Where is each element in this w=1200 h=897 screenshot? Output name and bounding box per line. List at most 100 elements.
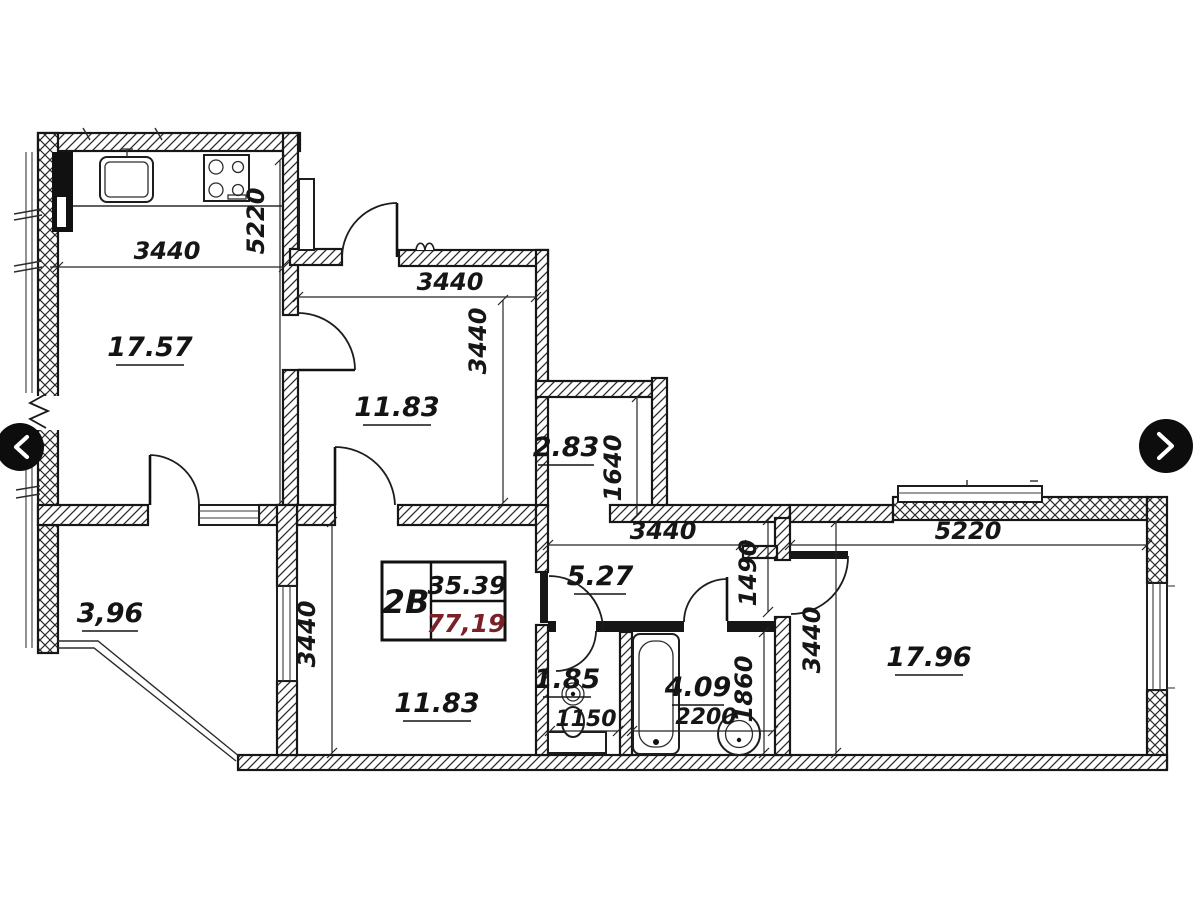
stove-burner xyxy=(208,182,224,198)
wall-segment xyxy=(534,503,550,574)
dim-right-room-height: 3440 xyxy=(798,607,826,674)
stove-burner xyxy=(231,160,245,174)
washbasin xyxy=(717,712,761,756)
wall-segment xyxy=(534,623,550,757)
wall-segment xyxy=(650,376,669,511)
bath-door-arc xyxy=(683,578,728,623)
windows xyxy=(198,480,1175,691)
kitchen-sink-basin xyxy=(104,161,149,198)
entry-cabinet xyxy=(298,178,315,251)
bathtub xyxy=(632,633,680,755)
dim-line xyxy=(631,391,643,522)
room-door-leaf xyxy=(540,573,548,623)
wall-segment xyxy=(236,753,1169,772)
entrance-door-arc xyxy=(341,202,398,259)
drafting-marks xyxy=(13,127,163,499)
facade-lines xyxy=(25,152,33,648)
toilet-bowl xyxy=(561,706,585,738)
wall-segment xyxy=(281,368,300,509)
dim-bath-height: 1860 xyxy=(730,656,758,723)
area-label-bottom-room: 11.83 xyxy=(394,688,479,719)
dim-line xyxy=(762,514,774,618)
wall-segment xyxy=(36,523,60,655)
wall-segment xyxy=(288,247,344,267)
dim-bottom-room-height: 3440 xyxy=(293,601,321,668)
kitchen-door-arc xyxy=(297,312,356,371)
wall-segment xyxy=(36,131,302,153)
dim-line xyxy=(830,516,842,759)
area-label-balcony: 3,96 xyxy=(77,598,144,629)
chevron-right-icon xyxy=(1156,431,1175,461)
next-image-button[interactable] xyxy=(1139,419,1193,473)
wall-segment xyxy=(727,621,775,632)
wc-door-arc xyxy=(555,630,597,672)
wall-segment xyxy=(275,503,299,588)
dim-top-room-width: 3440 xyxy=(417,268,484,296)
dim-kitchen-height: 5220 xyxy=(242,188,270,255)
bathtub-inner xyxy=(638,640,674,748)
toilet-tank xyxy=(561,682,585,706)
area-label-kitchen: 17.57 xyxy=(107,332,193,363)
apartment-type-label: 2B xyxy=(383,583,430,621)
wall-segment xyxy=(788,503,895,524)
dim-corridor-width: 3440 xyxy=(630,517,697,545)
dim-line xyxy=(544,725,624,737)
room-door-arc xyxy=(548,575,604,631)
washbasin-bowl xyxy=(724,719,754,749)
wall-segment xyxy=(275,679,299,757)
room-labels: 17.57 11.83 2.83 3,96 11.83 5.27 1.85 4.… xyxy=(77,332,972,722)
gallery-nav[interactable] xyxy=(0,419,1193,473)
dim-bath-width: 2200 xyxy=(675,705,736,730)
balcony-window-block xyxy=(897,485,1043,503)
room-door-leaf xyxy=(790,551,848,559)
room-door-arc xyxy=(334,446,396,506)
wall-segment xyxy=(397,248,550,268)
doors xyxy=(148,202,849,672)
dim-line xyxy=(542,539,747,551)
wall-segment xyxy=(1145,495,1169,585)
dim-hall-depth: 1640 xyxy=(599,435,627,502)
area-label-corridor: 5.27 xyxy=(567,561,634,592)
wall-break-gap xyxy=(34,396,61,430)
wall-tick-marks xyxy=(13,208,43,273)
prev-button-circle[interactable] xyxy=(0,423,44,471)
wall-segment xyxy=(548,621,556,632)
wall-segment xyxy=(281,131,300,317)
wall-segment xyxy=(534,248,550,508)
dim-line xyxy=(626,725,779,737)
room-door-arc xyxy=(790,555,849,615)
dim-line xyxy=(50,261,290,273)
dim-line xyxy=(497,294,509,509)
area-label-wc: 1.85 xyxy=(534,664,601,695)
balcony-door-arc xyxy=(149,454,200,506)
living-area-value: 35.39 xyxy=(427,571,506,600)
area-label-top-room: 11.83 xyxy=(354,392,439,423)
dim-kitchen-width: 3440 xyxy=(134,237,201,265)
wall-tick-marks xyxy=(15,485,41,499)
prev-image-button[interactable] xyxy=(0,423,44,471)
next-button-circle[interactable] xyxy=(1139,419,1193,473)
window xyxy=(198,504,260,526)
apartment-info-table: 2B 35.39 77,19 xyxy=(380,560,507,642)
window xyxy=(276,585,298,682)
wall-break-zigzag xyxy=(27,393,51,429)
wall-tick-marks xyxy=(82,127,163,141)
bathtub-drain xyxy=(653,739,659,745)
washbasin-drain xyxy=(736,737,742,743)
door-threshold-mark xyxy=(415,242,435,251)
area-label-bath: 4.09 xyxy=(664,672,732,703)
balcony-parapet xyxy=(58,640,241,762)
wall-segment xyxy=(396,503,538,527)
wall-segment xyxy=(618,630,634,757)
dim-line xyxy=(784,539,1153,551)
toilet-tank-ring xyxy=(565,686,581,702)
wall-segment xyxy=(36,503,150,527)
wall-segment xyxy=(596,621,684,632)
wall-segment xyxy=(773,615,792,757)
total-area-value: 77,19 xyxy=(426,609,505,638)
faucet-icon xyxy=(121,148,133,157)
dimensions: 3440 5220 3440 3440 1640 3440 3440 1490 … xyxy=(50,154,1153,759)
dim-wc-width: 1150 xyxy=(555,707,616,732)
